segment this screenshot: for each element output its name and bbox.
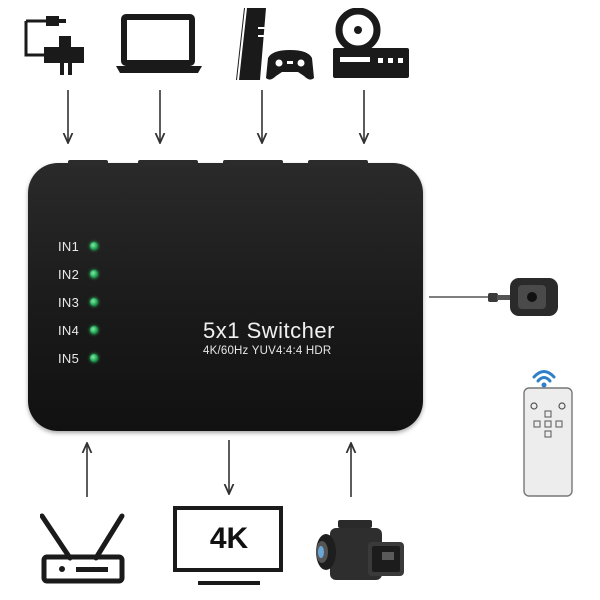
led-icon <box>90 270 98 278</box>
input-indicator: IN2 <box>58 264 98 284</box>
power-adapter-icon <box>22 15 90 77</box>
input-indicator: IN5 <box>58 348 98 368</box>
hdmi-switcher: IN1 IN2 IN3 IN4 IN5 5x1 Switcher 4K/60Hz… <box>28 160 423 431</box>
tv-icon: 4K <box>172 505 288 591</box>
dvd-player-icon <box>330 8 412 80</box>
port-notch <box>138 160 198 166</box>
remote-control-icon <box>520 360 578 500</box>
input-label: IN3 <box>58 294 80 310</box>
input-indicator: IN3 <box>58 292 98 312</box>
game-console-icon <box>234 6 314 82</box>
ir-receiver-icon <box>488 276 570 320</box>
led-icon <box>90 354 98 362</box>
port-notch <box>68 160 108 166</box>
led-icon <box>90 298 98 306</box>
camcorder-icon <box>310 512 410 592</box>
port-notch <box>308 160 368 166</box>
laptop-icon <box>114 14 204 76</box>
input-label: IN4 <box>58 322 80 338</box>
input-label: IN5 <box>58 350 80 366</box>
model-name: 5x1 Switcher <box>203 318 335 343</box>
port-notch <box>223 160 283 166</box>
router-icon <box>40 510 128 584</box>
input-indicator: IN4 <box>58 320 98 340</box>
model-spec: 4K/60Hz YUV4:4:4 HDR <box>203 345 332 357</box>
led-icon <box>90 326 98 334</box>
input-label: IN1 <box>58 238 80 254</box>
led-icon <box>90 242 98 250</box>
tv-resolution-label: 4K <box>209 522 249 555</box>
input-label: IN2 <box>58 266 80 282</box>
input-indicator: IN1 <box>58 236 98 256</box>
